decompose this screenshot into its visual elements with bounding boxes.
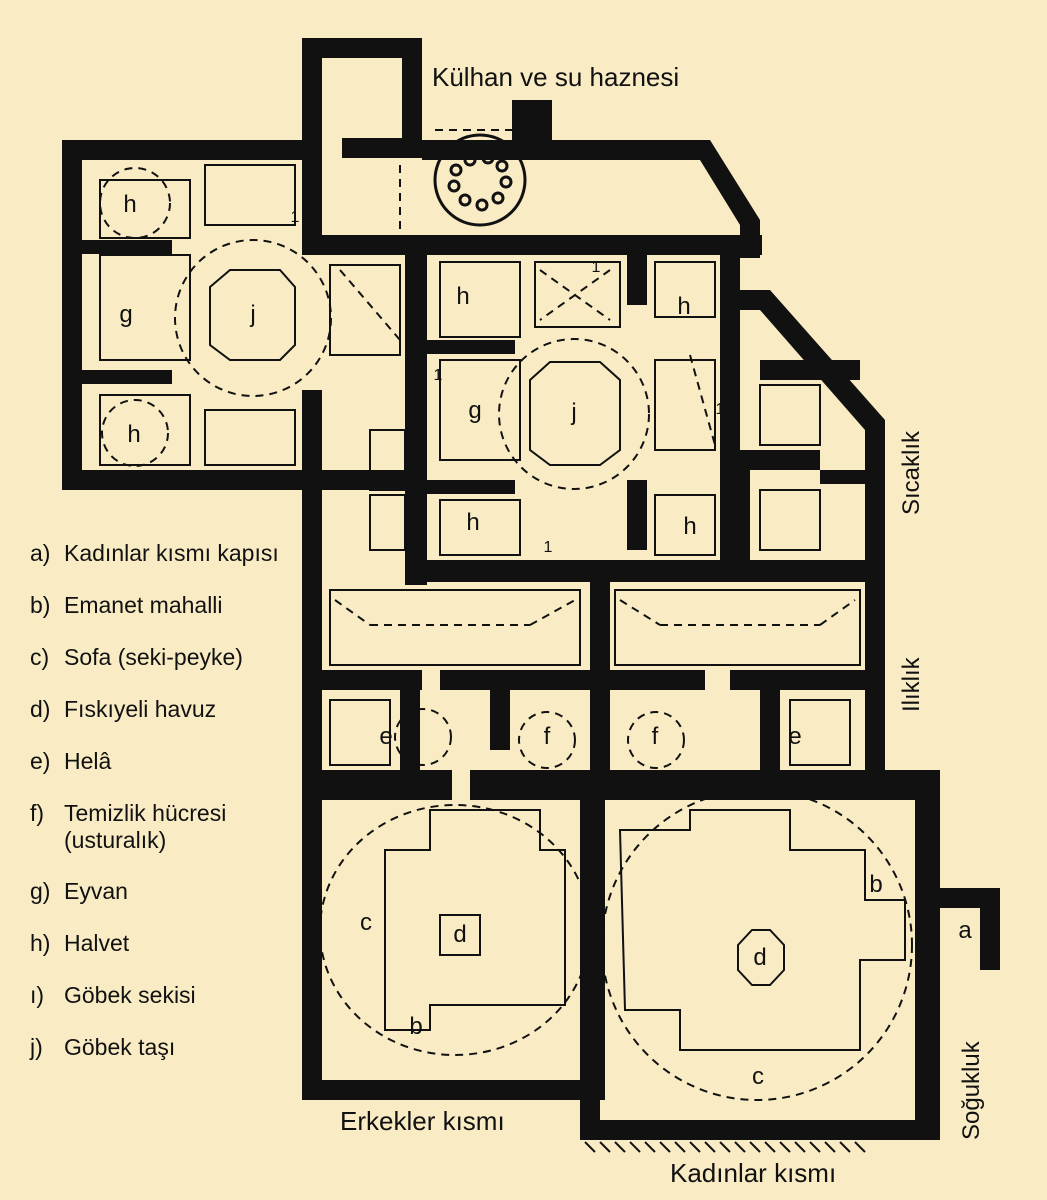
label-kadinlar: Kadınlar kısmı [670, 1158, 837, 1188]
walls [62, 38, 1000, 1140]
room-letters: h g j h h h g j h h e f f e c d b b d c … [119, 191, 972, 1090]
room-c-1: c [360, 909, 372, 936]
room-e-1: e [379, 723, 392, 750]
legend-item-h: h)Halvet [30, 930, 130, 956]
room-h-6: h [683, 513, 696, 540]
room-d-2: d [753, 944, 766, 971]
legend-item-c: c)Sofa (seki-peyke) [30, 644, 243, 670]
room-j-1: j [249, 301, 255, 328]
room-i-2: 1 [592, 259, 601, 276]
room-h-5: h [466, 509, 479, 536]
label-sogukluk: Soğukluk [958, 1041, 985, 1140]
dashed-lines [99, 129, 913, 1101]
legend-item-d: d)Fıskıyeli havuz [30, 696, 217, 722]
legend-item-b: b)Emanet mahalli [30, 592, 223, 618]
room-h-3: h [456, 283, 469, 310]
room-g-2: g [468, 397, 481, 424]
label-iliklik: Ilıklık [898, 657, 925, 712]
room-f-1: f [544, 723, 551, 750]
room-i-4: 1 [716, 401, 725, 418]
legend-item-a: a)Kadınlar kısmı kapısı [30, 540, 279, 566]
label-kulhan: Külhan ve su haznesi [432, 62, 680, 92]
legend-item-f: f)Temizlik hücresi(usturalık) [30, 800, 227, 853]
legend-item-g: g)Eyvan [30, 878, 128, 904]
room-i-1: 1 [291, 209, 300, 226]
room-a: a [958, 917, 972, 944]
legend-item-j: j)Göbek taşı [30, 1034, 176, 1060]
legend: a)Kadınlar kısmı kapısı b)Emanet mahalli… [30, 540, 279, 1086]
room-b-2: b [869, 871, 882, 898]
room-h-1: h [123, 191, 136, 218]
legend-item-e: e)Helâ [30, 748, 112, 774]
label-sicaklik: Sıcaklık [898, 430, 925, 515]
room-d-1: d [453, 921, 466, 948]
room-h-4: h [677, 293, 690, 320]
room-g-1: g [119, 301, 132, 328]
label-erkekler: Erkekler kısmı [340, 1106, 505, 1136]
room-h-2: h [127, 421, 140, 448]
legend-item-i: ı)Göbek sekisi [30, 982, 196, 1008]
room-c-2: c [752, 1063, 764, 1090]
room-e-2: e [788, 723, 801, 750]
room-i-3: 1 [434, 367, 443, 384]
circle-pool [433, 133, 527, 227]
room-f-2: f [652, 723, 659, 750]
room-b-1: b [409, 1013, 422, 1040]
room-j-2: j [570, 399, 576, 426]
room-i-5: 1 [544, 539, 553, 556]
stairs-hatch [584, 1141, 866, 1153]
